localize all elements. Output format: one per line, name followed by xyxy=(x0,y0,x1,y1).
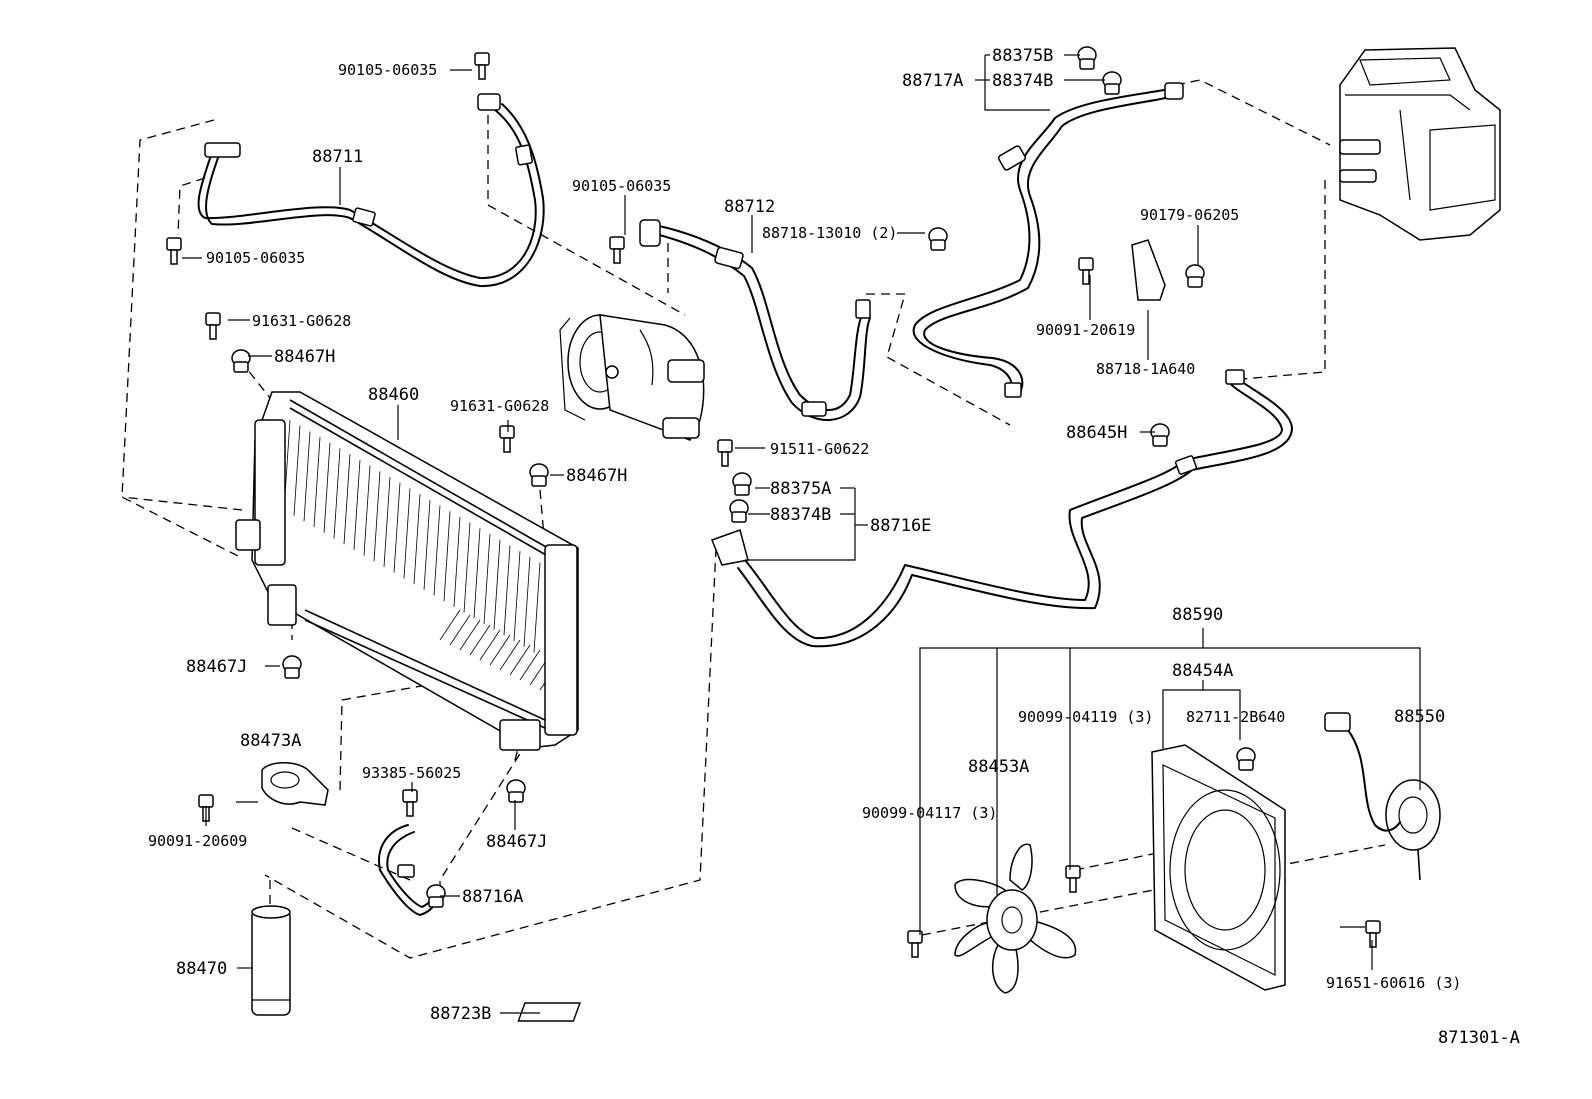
bracket-88473A[interactable] xyxy=(261,762,329,806)
label-88590[interactable]: 88590 xyxy=(1172,605,1223,625)
label-88716A[interactable]: 88716A xyxy=(462,887,523,907)
nut-11[interactable] xyxy=(426,884,446,908)
label-88473A[interactable]: 88473A xyxy=(240,731,301,751)
label-88453A[interactable]: 88453A xyxy=(968,757,1029,777)
nut-6[interactable] xyxy=(1077,46,1097,70)
label-88374B-top[interactable]: 88374B xyxy=(992,71,1053,91)
label-91651-60616[interactable]: 91651-60616 (3) xyxy=(1326,974,1461,992)
bolt-5[interactable] xyxy=(717,439,733,467)
label-88454A[interactable]: 88454A xyxy=(1172,661,1233,681)
label-90105-06035-mid[interactable]: 90105-06035 xyxy=(572,177,671,195)
evaporator-unit[interactable] xyxy=(1339,47,1501,241)
label-88717A[interactable]: 88717A xyxy=(902,71,963,91)
fan-88453A[interactable] xyxy=(954,843,1077,994)
nut-10[interactable] xyxy=(928,227,948,251)
label-88711[interactable]: 88711 xyxy=(312,147,363,167)
nut-9[interactable] xyxy=(1150,423,1170,447)
nut-5[interactable] xyxy=(729,499,749,523)
pipe-88711[interactable] xyxy=(197,93,545,288)
bolt-7[interactable] xyxy=(1078,257,1094,285)
label-88716E[interactable]: 88716E xyxy=(870,516,931,536)
label-82711-2B640[interactable]: 82711-2B640 xyxy=(1186,708,1285,726)
label-plate-88723B[interactable] xyxy=(517,1002,581,1022)
label-88723B[interactable]: 88723B xyxy=(430,1004,491,1024)
bolt-0[interactable] xyxy=(474,52,490,80)
label-88470[interactable]: 88470 xyxy=(176,959,227,979)
bolt-10[interactable] xyxy=(1365,920,1381,948)
label-88718-1A640[interactable]: 88718-1A640 xyxy=(1096,360,1195,378)
label-88460[interactable]: 88460 xyxy=(368,385,419,405)
bolt-3[interactable] xyxy=(499,425,515,453)
bolt-9[interactable] xyxy=(907,930,923,958)
label-90091-20609[interactable]: 90091-20609 xyxy=(148,832,247,850)
leader-lines xyxy=(182,54,1421,1014)
hose-88712[interactable] xyxy=(639,219,871,421)
label-93385-56025[interactable]: 93385-56025 xyxy=(362,764,461,782)
label-88467J-bottom[interactable]: 88467J xyxy=(486,832,547,852)
condenser-88460[interactable] xyxy=(235,391,579,751)
label-90105-06035-left[interactable]: 90105-06035 xyxy=(206,249,305,267)
bolt-1[interactable] xyxy=(166,237,182,265)
fan-shroud-88454A[interactable] xyxy=(1151,744,1286,991)
diagram-id: 871301-A xyxy=(1438,1028,1520,1048)
nut-2[interactable] xyxy=(282,655,302,679)
bolt-6[interactable] xyxy=(402,789,418,817)
label-88467H-left[interactable]: 88467H xyxy=(274,347,335,367)
bracket-fittings[interactable] xyxy=(711,239,1166,566)
receiver-drier-88470[interactable] xyxy=(251,905,291,1016)
nut-7[interactable] xyxy=(1102,71,1122,95)
nut-3[interactable] xyxy=(506,779,526,803)
label-90099-04119[interactable]: 90099-04119 (3) xyxy=(1018,708,1153,726)
label-88645H[interactable]: 88645H xyxy=(1066,423,1127,443)
label-90179-06205[interactable]: 90179-06205 xyxy=(1140,206,1239,224)
label-88550[interactable]: 88550 xyxy=(1394,707,1445,727)
label-91511-G0622[interactable]: 91511-G0622 xyxy=(770,440,869,458)
bolt-4[interactable] xyxy=(609,236,625,264)
label-88467J-left[interactable]: 88467J xyxy=(186,657,247,677)
fan-motor-88550[interactable] xyxy=(1324,712,1441,881)
nut-0[interactable] xyxy=(231,349,251,373)
nut-4[interactable] xyxy=(732,472,752,496)
label-88712[interactable]: 88712 xyxy=(724,197,775,217)
pipe-88716E[interactable] xyxy=(737,369,1293,648)
label-91631-G0628-left[interactable]: 91631-G0628 xyxy=(252,312,351,330)
label-88374B-mid[interactable]: 88374B xyxy=(770,505,831,525)
label-90091-20619[interactable]: 90091-20619 xyxy=(1036,321,1135,339)
bolt-2[interactable] xyxy=(205,312,221,340)
bolt-8[interactable] xyxy=(1065,865,1081,893)
label-88375A[interactable]: 88375A xyxy=(770,479,831,499)
nut-12[interactable] xyxy=(1236,747,1256,771)
nut-1[interactable] xyxy=(529,463,549,487)
nut-8[interactable] xyxy=(1185,264,1205,288)
label-88467H-mid[interactable]: 88467H xyxy=(566,466,627,486)
label-88718-13010[interactable]: 88718-13010 (2) xyxy=(762,224,897,242)
pipe-88717A[interactable] xyxy=(912,82,1184,398)
part-number-labels: 90105-06035 88711 90105-06035 91631-G062… xyxy=(148,46,1520,1048)
compressor[interactable] xyxy=(559,314,705,441)
label-91631-G0628-mid[interactable]: 91631-G0628 xyxy=(450,397,549,415)
label-90099-04117[interactable]: 90099-04117 (3) xyxy=(862,804,997,822)
small-fittings[interactable] xyxy=(166,46,1381,958)
label-90105-06035-top[interactable]: 90105-06035 xyxy=(338,61,437,79)
label-88375B[interactable]: 88375B xyxy=(992,46,1053,66)
